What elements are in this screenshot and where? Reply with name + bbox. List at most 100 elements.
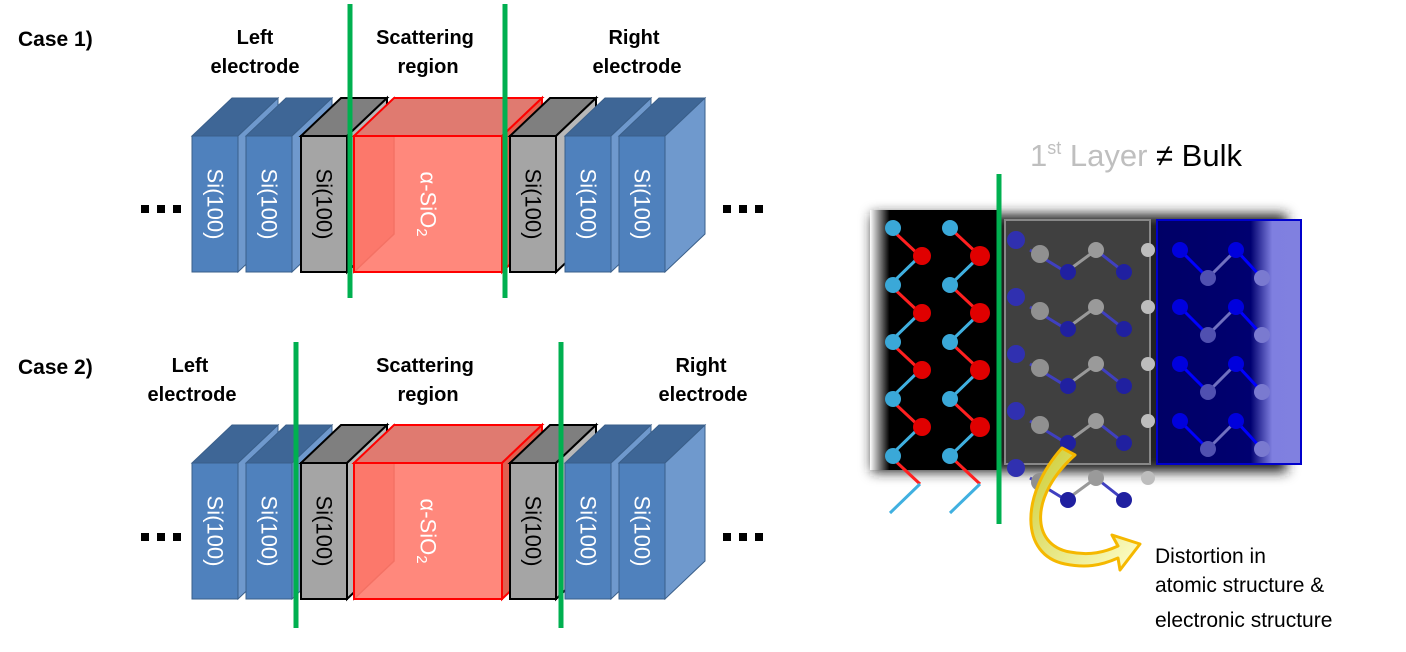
oxygen-atom <box>913 361 931 379</box>
silicon-atom <box>942 391 958 407</box>
slab-front-face <box>564 135 612 273</box>
oxygen-atom <box>970 360 990 380</box>
silicon-atom <box>1088 470 1104 486</box>
silicon-atom <box>1088 299 1104 315</box>
silicon-atom <box>1060 378 1076 394</box>
slab-label: α-SiO2 <box>414 171 441 236</box>
slab-label: Si(100) <box>521 496 546 567</box>
slab-stack: Si(100) Si(100) Si(100) α-SiO2 Si(100) Si(100… <box>190 422 707 602</box>
silicon-atom <box>1031 302 1049 320</box>
silicon-atom <box>885 220 901 236</box>
annotation-line2: atomic structure & <box>1155 574 1324 597</box>
slab-label: Si(100) <box>257 169 282 240</box>
silicon-atom <box>885 277 901 293</box>
silicon-atom <box>1141 243 1155 257</box>
heading: 1st Layer ≠ Bulk <box>1030 138 1242 173</box>
silicon-atom <box>1031 245 1049 263</box>
slab-label: Si(100) <box>312 496 337 567</box>
slab-front-face <box>353 135 503 273</box>
oxygen-atom <box>913 418 931 436</box>
silicon-atom <box>1060 321 1076 337</box>
silicon-atom <box>1007 345 1025 363</box>
oxygen-atom <box>913 247 931 265</box>
silicon-atom <box>1228 356 1244 372</box>
left-electrode-label-line2: electrode <box>211 56 300 78</box>
silicon-atom <box>885 334 901 350</box>
silicon-atom <box>1116 264 1132 280</box>
slab-front-face <box>191 135 239 273</box>
slab-red-sio2: α-SiO2 <box>351 95 545 275</box>
silicon-atom <box>1228 242 1244 258</box>
silicon-atom <box>1007 231 1025 249</box>
silicon-atom <box>1200 384 1216 400</box>
silicon-atom <box>942 334 958 350</box>
slab-label: α-SiO2 <box>414 498 441 563</box>
slab-front-face <box>618 135 666 273</box>
silicon-atom <box>1007 459 1025 477</box>
silicon-atom <box>1116 321 1132 337</box>
bond <box>948 482 982 515</box>
left-electrode-label-line2: electrode <box>148 384 237 406</box>
first-layer-box <box>1004 219 1151 465</box>
silicon-atom <box>1254 270 1270 286</box>
slab-front-face <box>245 135 293 273</box>
oxygen-atom <box>970 246 990 266</box>
oxide-atoms <box>885 220 990 515</box>
ellipsis-left <box>141 205 181 213</box>
slab-front-face <box>191 462 239 600</box>
silicon-atom <box>942 220 958 236</box>
silicon-atom <box>1141 471 1155 485</box>
slab-label: Si(100) <box>203 169 228 240</box>
annotation-line1: Distortion in <box>1155 545 1266 568</box>
silicon-atom <box>1254 441 1270 457</box>
slab-label: Si(100) <box>312 169 337 240</box>
case-1: Case 1) Left electrode Scattering region… <box>18 4 763 298</box>
silicon-atom <box>1088 413 1104 429</box>
right-electrode-label-line1: Right <box>675 355 726 377</box>
slab-label: Si(100) <box>576 496 601 567</box>
scattering-region-label-line1: Scattering <box>376 27 474 49</box>
bond <box>888 482 922 515</box>
silicon-atom <box>1088 242 1104 258</box>
oxygen-atom <box>913 304 931 322</box>
slab-front-face <box>509 462 557 600</box>
slab-label: Si(100) <box>576 169 601 240</box>
left-electrode-label-line1: Left <box>172 355 209 377</box>
right-electrode-label-line2: electrode <box>593 56 682 78</box>
silicon-atom <box>1200 270 1216 286</box>
scattering-region-label-line2: region <box>397 56 458 78</box>
silicon-atom <box>1007 288 1025 306</box>
silicon-atom <box>1228 299 1244 315</box>
slab-label: Si(100) <box>630 169 655 240</box>
silicon-atom <box>942 277 958 293</box>
silicon-atom <box>1060 435 1076 451</box>
atomic-structure-panel: 1st Layer ≠ Bulk Distortion in atomic st… <box>870 138 1332 632</box>
silicon-atom <box>1141 300 1155 314</box>
right-electrode-label-line2: electrode <box>659 384 748 406</box>
slab-front-face <box>564 462 612 600</box>
slab-front-face <box>300 462 348 600</box>
silicon-atom <box>1228 413 1244 429</box>
annotation-line3: electronic structure <box>1155 609 1332 632</box>
right-electrode-label-line1: Right <box>608 27 659 49</box>
slab-label: Si(100) <box>257 496 282 567</box>
silicon-atom <box>1200 327 1216 343</box>
slab-label: Si(100) <box>203 496 228 567</box>
slab-label: Si(100) <box>521 169 546 240</box>
ellipsis-left <box>141 533 181 541</box>
silicon-atom <box>1141 357 1155 371</box>
slab-front-face <box>618 462 666 600</box>
silicon-atom <box>1031 359 1049 377</box>
silicon-atom <box>1116 378 1132 394</box>
slab-front-face <box>245 462 293 600</box>
ellipsis-right <box>723 533 763 541</box>
ellipsis-right <box>723 205 763 213</box>
silicon-atom <box>1200 441 1216 457</box>
bulk-atoms <box>1172 242 1270 457</box>
silicon-atom <box>1060 492 1076 508</box>
slab-blue-si100: Si(100) <box>617 423 707 601</box>
silicon-atom <box>1116 492 1132 508</box>
silicon-atom <box>1254 384 1270 400</box>
slab-front-face <box>300 135 348 273</box>
